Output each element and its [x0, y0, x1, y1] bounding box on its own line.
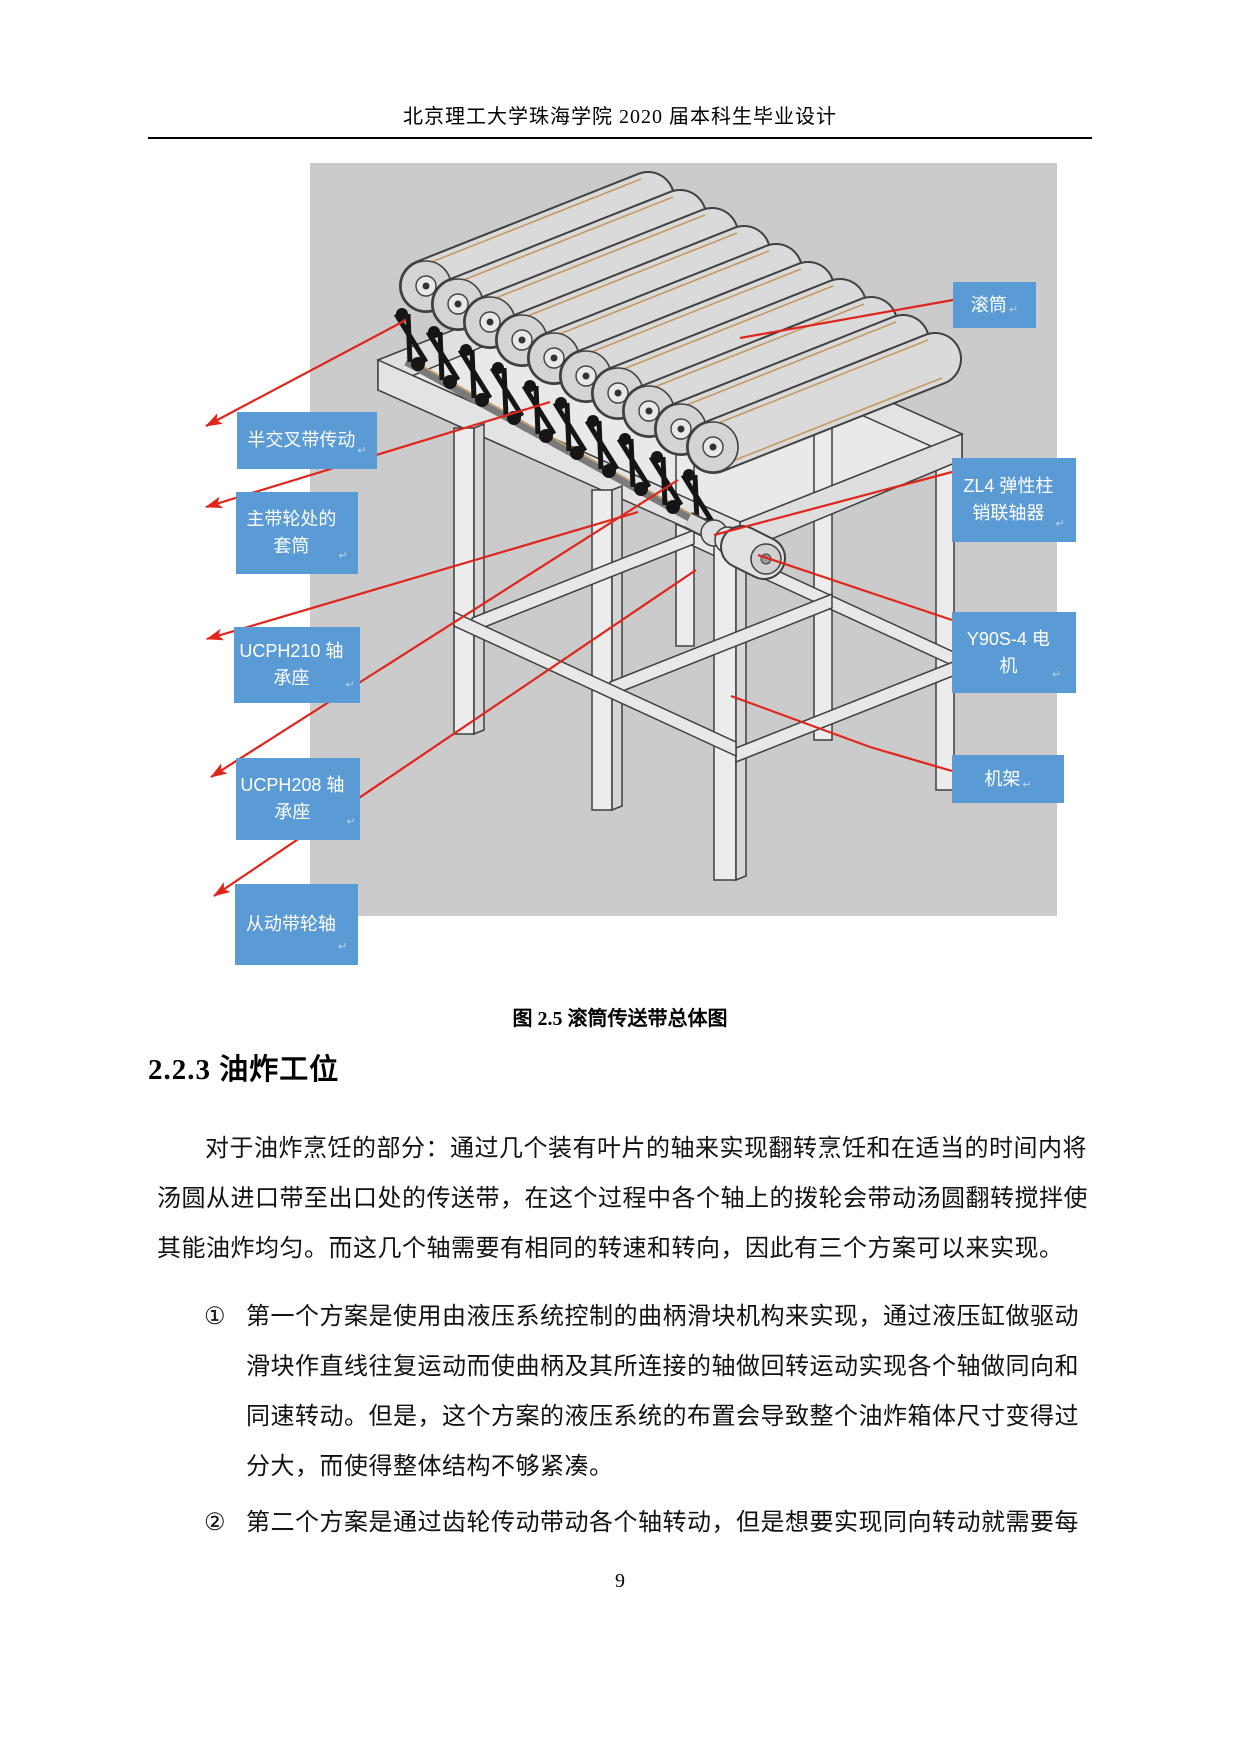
section-paragraph: 对于油炸烹饪的部分：通过几个装有叶片的轴来实现翻转烹饪和在适当的时间内将 汤圆从…	[157, 1136, 1088, 1262]
list-item-text: 第一个方案是使用由液压系统控制的曲柄滑块机构来实现，通过液压缸做驱动 滑块作直线…	[246, 1304, 1079, 1480]
header-rule	[148, 137, 1092, 139]
return-mark-icon: ↵	[338, 550, 348, 562]
section-heading: 2.2.3 油炸工位	[148, 1054, 340, 1086]
figure-drawing	[205, 150, 1057, 916]
list-marker: ②	[204, 1510, 227, 1536]
label-text: 从动带轮轴	[245, 914, 336, 934]
label-text: ZL4 弹性柱 销联轴器	[963, 476, 1054, 523]
return-mark-icon: ↵	[1051, 669, 1062, 681]
label-text: 机架	[984, 768, 1021, 789]
figure-label-ucph210-bearing-seat: UCPH210 轴 承座↵	[234, 627, 360, 703]
leader-lines	[205, 298, 954, 897]
return-mark-icon: ↵	[1055, 518, 1065, 530]
label-text: 半交叉带传动	[247, 430, 356, 450]
return-mark-icon: ↵	[1008, 304, 1019, 316]
return-mark-icon: ↵	[345, 679, 355, 691]
label-text: UCPH210 轴 承座	[239, 641, 344, 688]
figure-label-zl4-coupling: ZL4 弹性柱 销联轴器↵	[952, 458, 1076, 542]
list-item-text: 第二个方案是通过齿轮传动带动各个轴转动，但是想要实现同向转动就需要每	[246, 1510, 1079, 1536]
figure-label-roller-drum: 滚筒↵	[953, 282, 1036, 328]
figure-label-y90s-4-motor: Y90S-4 电 机↵	[952, 612, 1076, 693]
list-marker: ①	[204, 1304, 227, 1330]
figure-conveyor-overview: 半交叉带传动↵ 主带轮处的 套筒↵ UCPH210 轴 承座↵ UCPH208 …	[148, 150, 1092, 980]
figure-label-ucph208-bearing-seat: UCPH208 轴 承座↵	[236, 758, 360, 840]
label-text: Y90S-4 电 机	[966, 628, 1050, 676]
page-number: 9	[615, 1570, 625, 1592]
figure-caption: 图 2.5 滚筒传送带总体图	[512, 1008, 728, 1030]
figure-label-half-crossed-belt-drive: 半交叉带传动↵	[237, 412, 377, 469]
frame-braces	[453, 528, 959, 764]
return-mark-icon: ↵	[357, 445, 367, 457]
figure-label-main-pulley-sleeve: 主带轮处的 套筒↵	[236, 492, 358, 574]
drive-shaft	[404, 356, 713, 534]
list-item-plan-1: ① 第一个方案是使用由液压系统控制的曲柄滑块机构来实现，通过液压缸做驱动 滑块作…	[204, 1292, 1104, 1492]
label-text: UCPH208 轴 承座	[240, 775, 345, 822]
figure-label-machine-frame: 机架↵	[952, 755, 1064, 803]
return-mark-icon: ↵	[346, 816, 356, 828]
label-text: 滚筒	[970, 294, 1007, 315]
page-header: 北京理工大学珠海学院 2020 届本科生毕业设计	[403, 106, 837, 128]
list-item-plan-2: ② 第二个方案是通过齿轮传动带动各个轴转动，但是想要实现同向转动就需要每	[204, 1498, 1104, 1548]
return-mark-icon: ↵	[337, 941, 348, 953]
figure-label-driven-pulley-shaft: 从动带轮轴↵	[235, 884, 358, 965]
return-mark-icon: ↵	[1022, 779, 1032, 791]
label-text: 主带轮处的 套筒	[246, 509, 337, 556]
